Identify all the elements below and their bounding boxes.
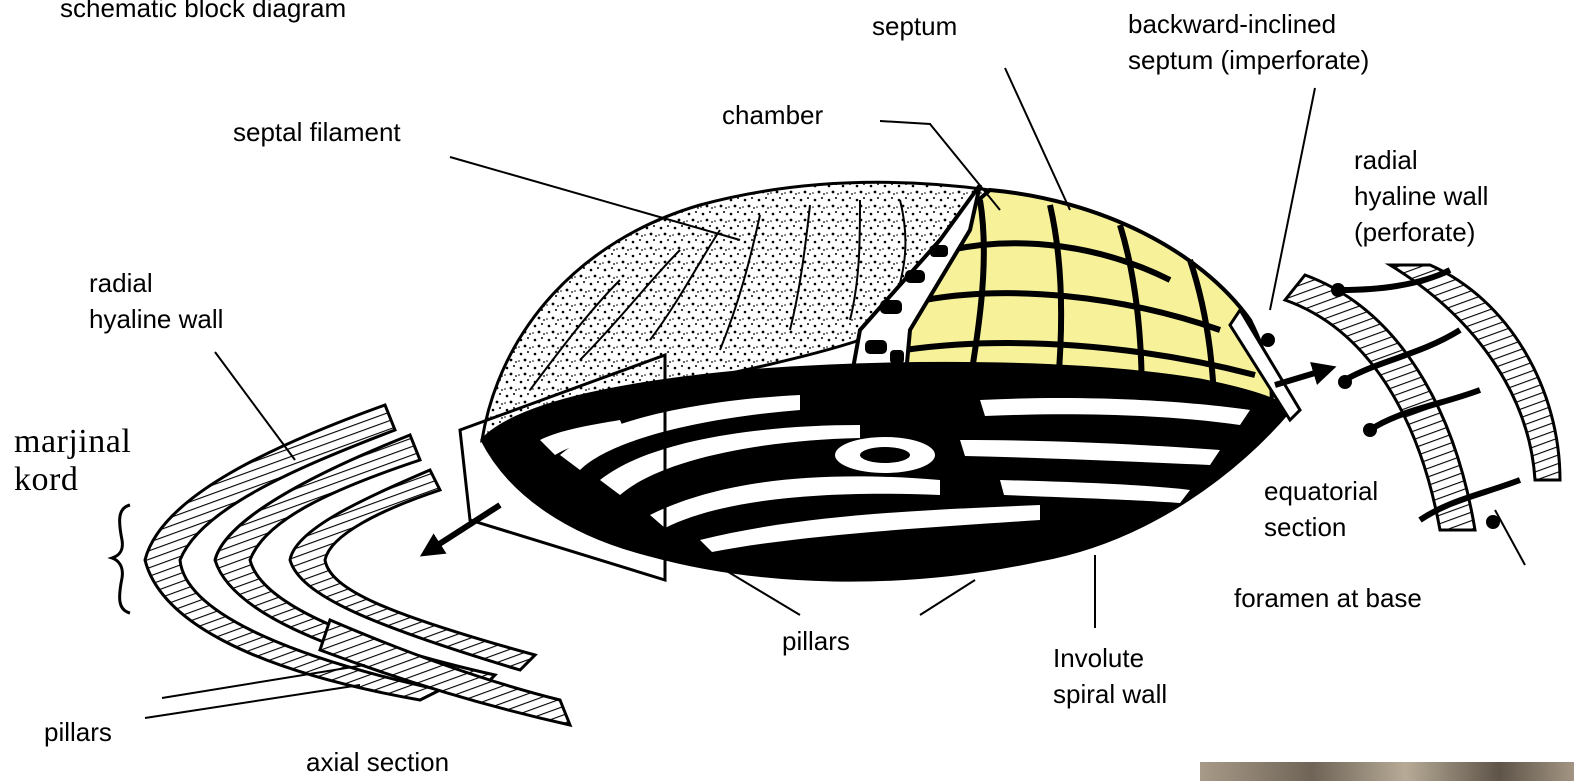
- leader-foramen: [1495, 510, 1525, 565]
- backward-inclined-septum-label: backward-inclined septum (imperforate): [1128, 6, 1369, 78]
- header-label: schematic block diagram: [60, 0, 346, 26]
- radial-hyaline-wall-perforate-label: radial hyaline wall (perforate): [1354, 142, 1488, 250]
- leader-radial-left: [215, 352, 295, 460]
- radial-perforate-line-3: (perforate): [1354, 214, 1488, 250]
- photo-thumbnail: [1200, 762, 1574, 781]
- marginal-cord-label: marjinal kord: [14, 423, 131, 499]
- involute-line-1: Involute: [1053, 640, 1167, 676]
- radial-hyaline-wall-label: radial hyaline wall: [89, 265, 223, 337]
- pillars-center-label: pillars: [782, 623, 850, 659]
- radial-perforate-line-2: hyaline wall: [1354, 178, 1488, 214]
- axial-section-label: axial section: [306, 744, 449, 780]
- backward-septum-line-1: backward-inclined: [1128, 6, 1369, 42]
- septum-label: septum: [872, 8, 957, 44]
- backward-septum-line-2: septum (imperforate): [1128, 42, 1369, 78]
- central-test-block: [430, 182, 1325, 580]
- involute-spiral-wall-label: Involute spiral wall: [1053, 640, 1167, 712]
- radial-perforate-line-1: radial: [1354, 142, 1488, 178]
- chamber-label: chamber: [722, 97, 823, 133]
- equatorial-line-1: equatorial: [1264, 473, 1378, 509]
- leader-pillars-center-right: [920, 580, 975, 615]
- marginal-cord-line-2: kord: [14, 461, 131, 499]
- marginal-cord-line-1: marjinal: [14, 423, 131, 461]
- leader-pillars-left-2: [145, 685, 360, 718]
- equatorial-line-2: section: [1264, 509, 1378, 545]
- radial-left-line-2: hyaline wall: [89, 301, 223, 337]
- involute-line-2: spiral wall: [1053, 676, 1167, 712]
- foramen-label: foramen at base: [1234, 580, 1422, 616]
- pillars-left-label: pillars: [44, 714, 112, 750]
- septal-filament-label: septal filament: [233, 114, 401, 150]
- leader-septal-filament: [450, 157, 740, 240]
- marginal-cord-brace: [112, 505, 130, 613]
- radial-left-line-1: radial: [89, 265, 223, 301]
- arrow-to-equatorial: [1275, 370, 1325, 385]
- leader-septum: [1005, 68, 1070, 210]
- equatorial-section-label: equatorial section: [1264, 473, 1378, 545]
